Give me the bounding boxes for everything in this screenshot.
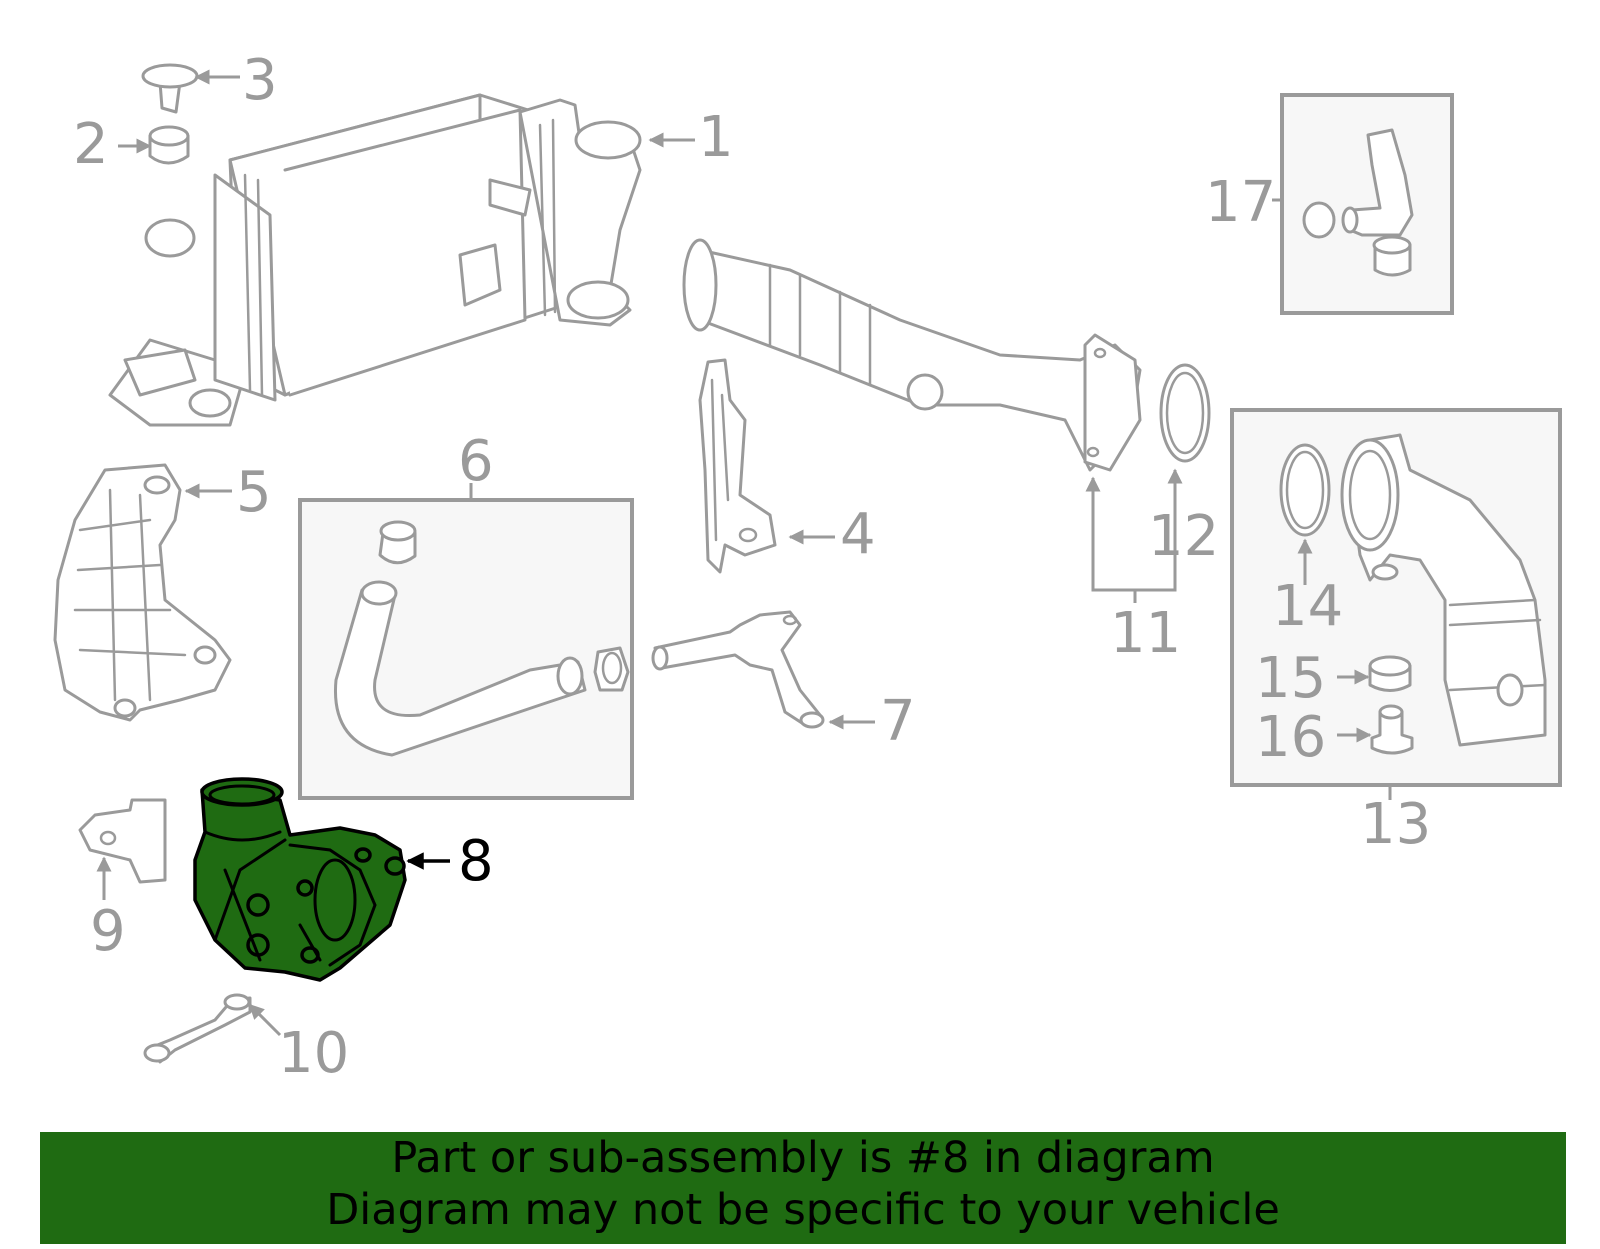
leader-lines — [96, 69, 1392, 1037]
banner-line-2: Diagram may not be specific to your vehi… — [326, 1185, 1280, 1235]
callout-10: 10 — [278, 1021, 349, 1086]
callout-17: 17 — [1205, 170, 1276, 235]
part-7-tube — [651, 610, 825, 729]
part-17-box — [1280, 93, 1454, 315]
callout-2: 2 — [73, 112, 109, 177]
callout-12: 12 — [1148, 504, 1219, 569]
callout-4: 4 — [840, 502, 876, 567]
callout-labels: 1 2 3 4 5 6 7 8 9 10 11 12 13 14 15 16 1… — [73, 48, 1431, 1086]
callout-11: 11 — [1110, 601, 1181, 666]
callout-13: 13 — [1360, 792, 1431, 857]
callout-16: 16 — [1255, 705, 1326, 770]
part-8-housing — [193, 777, 407, 982]
part-17-hose — [1302, 128, 1414, 277]
callout-3: 3 — [242, 48, 278, 113]
banner-line-1: Part or sub-assembly is #8 in diagram — [391, 1133, 1215, 1183]
leader-10 — [248, 1003, 282, 1037]
part-9-bracket — [78, 798, 167, 884]
part-10-strap — [143, 993, 252, 1064]
part-4-bracket — [698, 358, 777, 574]
part-15-grommet — [1368, 655, 1412, 692]
part-2-nut — [148, 125, 190, 165]
part-16-bushing — [1370, 704, 1414, 755]
part-6-hose — [333, 520, 630, 757]
callout-14: 14 — [1272, 574, 1343, 639]
callout-1: 1 — [698, 105, 734, 170]
part-14-gasket — [1279, 443, 1331, 537]
callout-15: 15 — [1255, 646, 1326, 711]
part-13-elbow — [1340, 433, 1547, 747]
callout-8: 8 — [458, 829, 494, 894]
callout-7: 7 — [880, 689, 916, 754]
part-11-pipe — [682, 238, 1142, 472]
callout-5: 5 — [236, 460, 272, 525]
part-1-intercooler — [108, 93, 642, 427]
disclaimer-banner: Part or sub-assembly is #8 in diagram Di… — [40, 1132, 1566, 1244]
callout-9: 9 — [90, 899, 126, 964]
callout-6: 6 — [458, 429, 494, 494]
part-3-clip — [141, 63, 199, 114]
part-12-gasket — [1159, 363, 1211, 463]
part-5-mount — [53, 463, 232, 722]
